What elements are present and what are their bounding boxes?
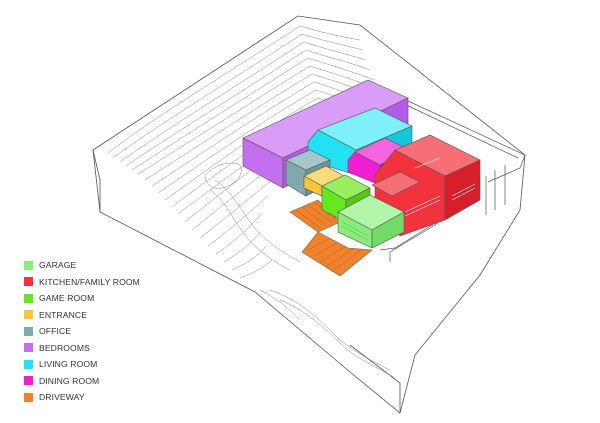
legend-item-game-room: GAME ROOM [24,292,94,304]
legend-item-garage: GARAGE [24,259,76,271]
legend-label: GAME ROOM [39,293,95,303]
legend-item-dining-room: DINING ROOM [24,375,99,387]
legend-item-kitchen-family-room: KITCHEN/FAMILY ROOM [24,276,140,288]
legend-label: LIVING ROOM [39,359,98,369]
legend-label: ENTRANCE [39,309,88,320]
driveway [289,199,373,277]
legend-swatch [24,326,33,336]
legend-label: OFFICE [39,326,72,336]
legend-label: GARAGE [39,260,77,270]
legend-swatch [24,310,33,319]
legend-swatch [24,277,33,286]
legend-item-living-room: LIVING ROOM [24,358,97,370]
garage-block [337,194,405,249]
legend-swatch [24,293,33,303]
legend-item-office: OFFICE [24,325,71,337]
legend-swatch [24,392,33,402]
legend-label: BEDROOMS [39,342,90,353]
legend-item-entrance: ENTRANCE [24,309,87,321]
legend-label: DINING ROOM [39,375,100,386]
legend-item-driveway: DRIVEWAY [24,391,85,403]
legend-swatch [24,376,33,385]
legend-label: KITCHEN/FAMILY ROOM [39,276,140,287]
legend-swatch [24,260,33,270]
legend-swatch [24,359,33,369]
legend-label: DRIVEWAY [39,392,85,402]
legend-swatch [24,343,33,352]
legend-item-bedrooms: BEDROOMS [24,342,90,354]
